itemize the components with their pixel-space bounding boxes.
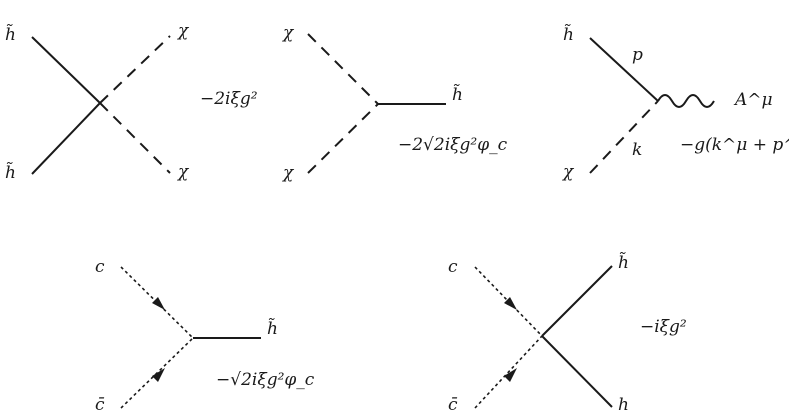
propagator-chi-in-upper bbox=[307, 33, 379, 105]
label-c: c bbox=[95, 257, 105, 277]
label-h-tilde: h̃ bbox=[618, 252, 629, 273]
label-h-tilde-upper: h̃ bbox=[5, 24, 16, 45]
coupling-hxa: −g(k^μ + p^μ) bbox=[680, 135, 789, 155]
propagator-photon-out bbox=[657, 94, 715, 108]
propagator-chi-in-lower bbox=[307, 103, 379, 174]
label-momentum-p: p bbox=[632, 45, 643, 65]
arrow-ghost-c bbox=[504, 297, 517, 310]
coupling-hhxx: −2iξg² bbox=[200, 89, 258, 109]
label-c-bar: c̄ bbox=[95, 395, 105, 415]
label-momentum-k: k bbox=[632, 140, 642, 160]
vertex-ccbar-hh: c c̄ h̃ h −iξg² bbox=[448, 252, 687, 415]
label-c: c bbox=[448, 257, 458, 277]
label-chi-upper: χ bbox=[177, 21, 190, 41]
coupling-ccbar-h: −√2iξg²φ_c bbox=[216, 370, 315, 390]
arrow-ghost-c bbox=[152, 297, 165, 310]
label-chi: χ bbox=[562, 162, 575, 182]
propagator-chi-out-upper bbox=[99, 35, 171, 104]
label-h-tilde: h̃ bbox=[452, 84, 463, 105]
label-chi-lower: χ bbox=[177, 162, 190, 182]
propagator-ghost-cbar-in bbox=[474, 335, 543, 409]
coupling-xxh: −2√2iξg²φ_c bbox=[398, 135, 508, 155]
vertex-hhxx: h̃ h̃ χ χ −2iξg² bbox=[5, 21, 258, 183]
arrow-ghost-cbar bbox=[504, 368, 517, 382]
propagator-chi-out-lower bbox=[99, 102, 171, 174]
propagator-h-tilde-out bbox=[541, 265, 613, 337]
propagator-chi-in bbox=[589, 100, 659, 174]
propagator-h-tilde-in bbox=[589, 37, 659, 102]
coupling-ccbar-hh: −iξg² bbox=[640, 317, 687, 337]
vertex-ccbar-h: c c̄ h̃ −√2iξg²φ_c bbox=[95, 257, 315, 415]
propagator-h-tilde-in-upper bbox=[31, 36, 101, 104]
label-h-tilde: h̃ bbox=[563, 24, 574, 45]
label-h-tilde-lower: h̃ bbox=[5, 162, 16, 183]
propagator-h-tilde-in-lower bbox=[31, 102, 101, 175]
label-chi-upper: χ bbox=[282, 23, 295, 43]
label-chi-lower: χ bbox=[282, 163, 295, 183]
vertex-hxa: h̃ χ A^μ p k −g(k^μ + p^μ) bbox=[562, 24, 789, 182]
label-h: h bbox=[618, 395, 629, 415]
vertex-xxh: χ χ h̃ −2√2iξg²φ_c bbox=[282, 23, 508, 183]
propagator-h-out bbox=[541, 335, 613, 408]
label-c-bar: c̄ bbox=[448, 395, 458, 415]
label-a-mu: A^μ bbox=[733, 90, 773, 110]
arrow-ghost-cbar bbox=[152, 368, 165, 382]
label-h-tilde: h̃ bbox=[267, 318, 278, 339]
